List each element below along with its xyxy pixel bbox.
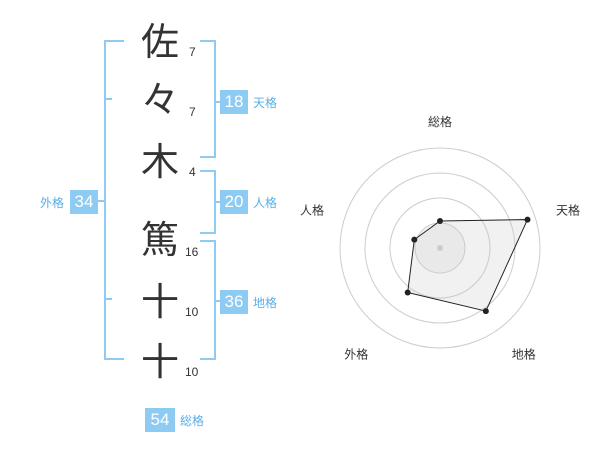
stroke-count-2: 7: [189, 105, 196, 119]
radar-point-4: [411, 236, 418, 243]
stroke-count-4: 16: [185, 245, 199, 259]
chikaku-bracket-connector: [214, 300, 222, 302]
tenkaku-badge: 18: [220, 90, 248, 114]
radar-label-chikaku: 地格: [512, 347, 536, 362]
gaikaku-badge: 34: [70, 190, 98, 214]
radar-center: [437, 245, 443, 251]
name-char-5: 十: [140, 280, 179, 324]
radar-ring: [389, 197, 491, 299]
radar-label-jinkaku: 人格: [300, 202, 324, 217]
radar-point-3: [404, 289, 411, 296]
radar-point-0: [437, 218, 443, 224]
soukaku-label: 総格: [180, 414, 205, 428]
jinkaku-badge: 20: [220, 190, 248, 214]
stroke-count-6: 10: [185, 365, 199, 379]
gaikaku-label: 外格: [40, 196, 65, 210]
radar-point-1: [524, 216, 531, 223]
name-char-6: 十: [140, 340, 179, 384]
radar-point-2: [482, 308, 489, 315]
radar-polygon: [407, 219, 529, 312]
soukaku-badge: 54: [145, 408, 175, 432]
chikaku-label: 地格: [253, 296, 278, 310]
name-char-2: 々: [140, 78, 179, 122]
radar-label-tenkaku: 天格: [556, 202, 580, 217]
tenkaku-bracket-connector: [214, 101, 222, 103]
name-char-3: 木: [140, 140, 179, 184]
tenkaku-label: 天格: [253, 96, 278, 110]
radar-points: [404, 216, 531, 315]
gaikaku-bracket: [104, 40, 124, 360]
gaikaku-bracket-connector: [98, 200, 106, 202]
chikaku-badge: 36: [220, 290, 248, 314]
radar-ring: [339, 147, 541, 349]
stroke-count-3: 4: [189, 165, 196, 179]
stroke-count-1: 7: [189, 45, 196, 59]
gaikaku-bracket-tick: [104, 298, 112, 300]
jinkaku-bracket-connector: [214, 201, 222, 203]
name-char-1: 佐: [140, 20, 179, 64]
stroke-count-5: 10: [185, 305, 199, 319]
radar-chart: 総格 天格 地格 外格 人格: [300, 114, 580, 362]
radar-label-gaikaku: 外格: [344, 347, 368, 362]
jinkaku-label: 人格: [253, 196, 278, 210]
radar-label-soukaku: 総格: [428, 114, 452, 129]
tenkaku-bracket: [200, 40, 216, 158]
gaikaku-bracket-tick: [104, 98, 112, 100]
name-char-4: 篤: [140, 218, 179, 262]
